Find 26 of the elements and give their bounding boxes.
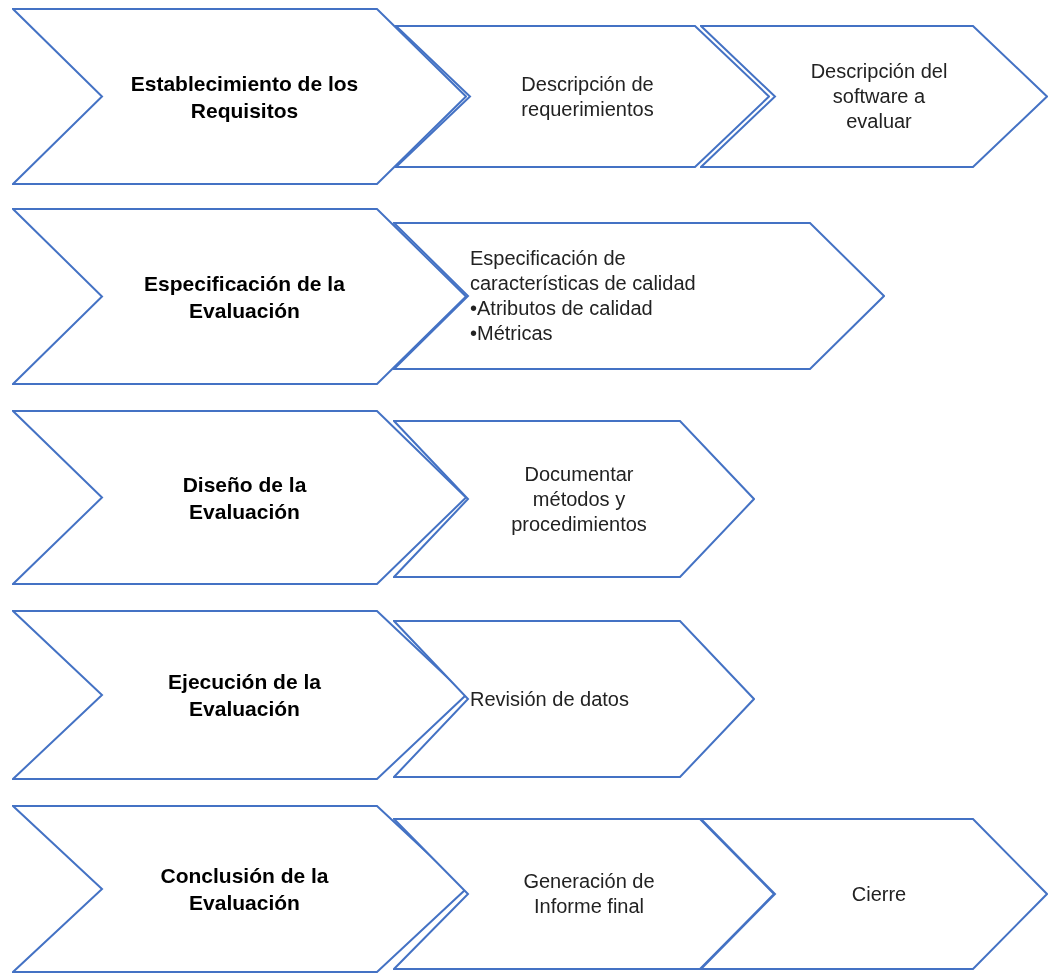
step-text: Generación de Informe final [522,869,656,919]
bullet-item: •Atributos de calidad [470,296,653,321]
step-title: Ejecución de la Evaluación [167,669,322,722]
step-title: Establecimiento de los Requisitos [129,70,360,124]
step-text: Descripción del software a evaluar [809,59,949,134]
chevron-step [393,620,755,778]
step-title: Conclusión de la Evaluación [159,863,330,916]
chevron-step [700,25,1048,168]
chevron-step [393,420,755,578]
chevron-step [393,818,775,970]
chevron-step [12,208,467,385]
chevron-step [393,222,885,370]
step-text: Descripción de requerimientos [520,71,655,122]
step-title: Diseño de la Evaluación [181,471,308,525]
step-text: Cierre [851,881,907,907]
step-title: Especificación de la Evaluación [143,270,346,324]
chevron-step [12,8,467,185]
step-text: Revisión de datos [470,686,629,712]
step-text: Documentar métodos y procedimientos [510,461,648,537]
chevron-step [700,818,1048,970]
step-text: Especificación de características de calidad [470,246,697,296]
chevron-step [12,610,467,780]
chevron-step [12,805,467,973]
chevron-step [12,410,467,585]
bullet-item: •Métricas [470,321,553,346]
chevron-step [395,25,770,168]
